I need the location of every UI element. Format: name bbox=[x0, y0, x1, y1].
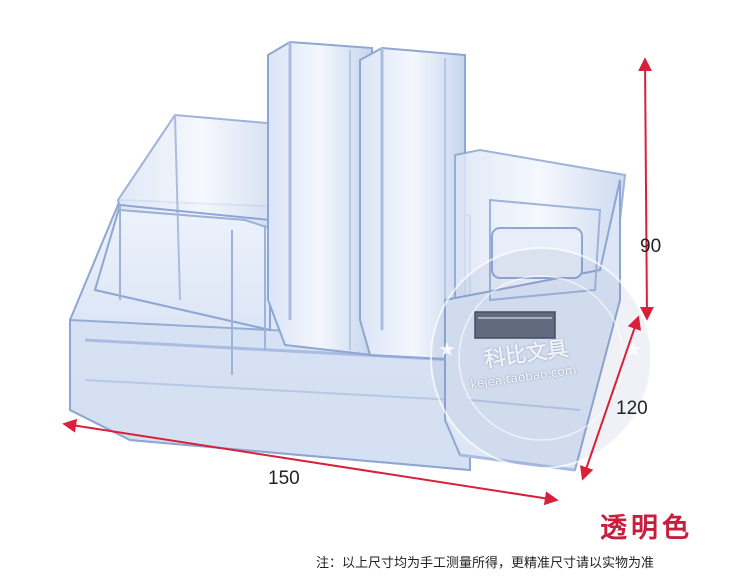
width-label: 150 bbox=[268, 468, 300, 489]
width-arrow bbox=[62, 418, 559, 506]
tall-pen-holder-left bbox=[267, 40, 373, 357]
tall-pen-holder-right bbox=[359, 46, 466, 362]
dimension-arrows bbox=[62, 57, 654, 506]
color-label: 透明色 bbox=[600, 513, 693, 544]
height-label: 90 bbox=[640, 236, 662, 257]
depth-label: 120 bbox=[616, 398, 648, 419]
height-arrow bbox=[638, 57, 654, 321]
drawer bbox=[444, 179, 621, 472]
measurement-note: 注：以上尺寸均为手工测量所得，更精准尺寸请以实物为准 bbox=[316, 556, 655, 571]
depth-arrow bbox=[580, 315, 641, 481]
svg-text:★: ★ bbox=[438, 337, 456, 361]
